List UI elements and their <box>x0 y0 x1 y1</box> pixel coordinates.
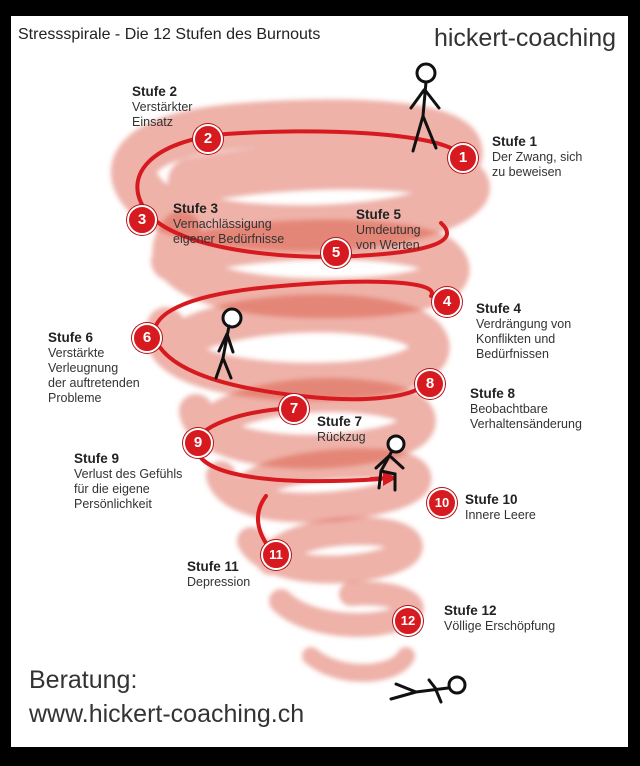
diagram-canvas: Stressspirale - Die 12 Stufen des Burnou… <box>11 16 628 747</box>
step-label-7: Stufe 7 Rückzug <box>317 413 366 445</box>
step-label-6: Stufe 6 Verstärkte Verleugnung der auftr… <box>48 329 140 406</box>
step-label-3: Stufe 3 Vernachlässigung eigener Bedürfn… <box>173 200 284 247</box>
footer-website: www.hickert-coaching.ch <box>29 700 305 728</box>
walking-figure-icon <box>409 62 441 153</box>
funnel-swirl <box>110 99 490 682</box>
step-badge-5: 5 <box>321 238 351 268</box>
step-title-10: Stufe 10 <box>465 492 518 507</box>
step-label-8: Stufe 8 Beobachtbare Verhaltensänderung <box>470 385 582 432</box>
step-title-7: Stufe 7 <box>317 414 363 429</box>
step-desc-1b: zu beweisen <box>492 165 562 179</box>
step-title-1: Stufe 1 <box>492 134 538 149</box>
step-badge-8: 8 <box>415 369 445 399</box>
step-desc-9c: Persönlichkeit <box>74 497 152 511</box>
step-label-2: Stufe 2 Verstärkter Einsatz <box>132 83 192 130</box>
step-badge-6: 6 <box>132 323 162 353</box>
sitting-figure-icon <box>374 434 406 492</box>
step-title-2: Stufe 2 <box>132 84 178 99</box>
step-badge-3: 3 <box>127 205 157 235</box>
step-desc-11a: Depression <box>187 575 251 589</box>
step-badge-9: 9 <box>183 428 213 458</box>
step-badge-7: 7 <box>279 394 309 424</box>
step-desc-8b: Verhaltensänderung <box>470 417 582 431</box>
step-desc-12a: Völlige Erschöpfung <box>444 619 556 633</box>
step-desc-2a: Verstärkter <box>132 100 193 114</box>
diagram-title: Stressspirale - Die 12 Stufen des Burnou… <box>18 26 321 43</box>
arrow-head-icon <box>383 471 397 486</box>
lying-figure-icon <box>389 675 467 704</box>
step-desc-8a: Beobachtbare <box>470 402 548 416</box>
step-desc-6a: Verstärkte <box>48 346 105 360</box>
step-label-1: Stufe 1 Der Zwang, sich zu beweisen <box>492 133 582 180</box>
step-badge-2: 2 <box>193 124 223 154</box>
step-title-12: Stufe 12 <box>444 603 497 618</box>
step-label-12: Stufe 12 Völlige Erschöpfung <box>444 602 555 634</box>
step-desc-5b: von Werten <box>356 238 420 252</box>
step-desc-4b: Konflikten und <box>476 332 556 346</box>
step-title-8: Stufe 8 <box>470 386 516 401</box>
step-desc-6c: der auftretenden <box>48 376 140 390</box>
step-desc-6d: Probleme <box>48 391 102 405</box>
step-title-5: Stufe 5 <box>356 207 402 222</box>
step-title-9: Stufe 9 <box>74 451 120 466</box>
step-label-9: Stufe 9 Verlust des Gefühls für die eige… <box>74 450 182 512</box>
step-desc-5a: Umdeutung <box>356 223 421 237</box>
step-desc-4a: Verdrängung von <box>476 317 572 331</box>
step-title-11: Stufe 11 <box>187 559 239 574</box>
step-desc-9a: Verlust des Gefühls <box>74 467 183 481</box>
step-desc-2b: Einsatz <box>132 115 173 129</box>
step-desc-10a: Innere Leere <box>465 508 536 522</box>
step-desc-4c: Bedürfnissen <box>476 347 549 361</box>
step-desc-1a: Der Zwang, sich <box>492 150 583 164</box>
step-label-4: Stufe 4 Verdrängung von Konflikten und B… <box>476 300 571 362</box>
step-badge-11: 11 <box>261 540 291 570</box>
step-title-3: Stufe 3 <box>173 201 219 216</box>
step-desc-9b: für die eigene <box>74 482 150 496</box>
step-desc-6b: Verleugnung <box>48 361 119 375</box>
step-desc-3b: eigener Bedürfnisse <box>173 232 285 246</box>
step-badge-10: 10 <box>427 488 457 518</box>
spiral-artwork <box>110 62 490 704</box>
step-label-5: Stufe 5 Umdeutung von Werten <box>356 206 421 253</box>
brand-name: hickert-coaching <box>433 24 616 52</box>
footer-consulting-label: Beratung: <box>29 666 138 694</box>
step-label-10: Stufe 10 Innere Leere <box>465 491 536 523</box>
step-badge-1: 1 <box>448 143 478 173</box>
step-badge-4: 4 <box>432 287 462 317</box>
step-desc-7a: Rückzug <box>317 430 366 444</box>
step-title-6: Stufe 6 <box>48 330 94 345</box>
step-badge-12: 12 <box>393 606 423 636</box>
slouching-figure-icon <box>214 307 243 380</box>
step-label-11: Stufe 11 Depression <box>187 558 250 590</box>
step-title-4: Stufe 4 <box>476 301 522 316</box>
step-desc-3a: Vernachlässigung <box>173 217 272 231</box>
